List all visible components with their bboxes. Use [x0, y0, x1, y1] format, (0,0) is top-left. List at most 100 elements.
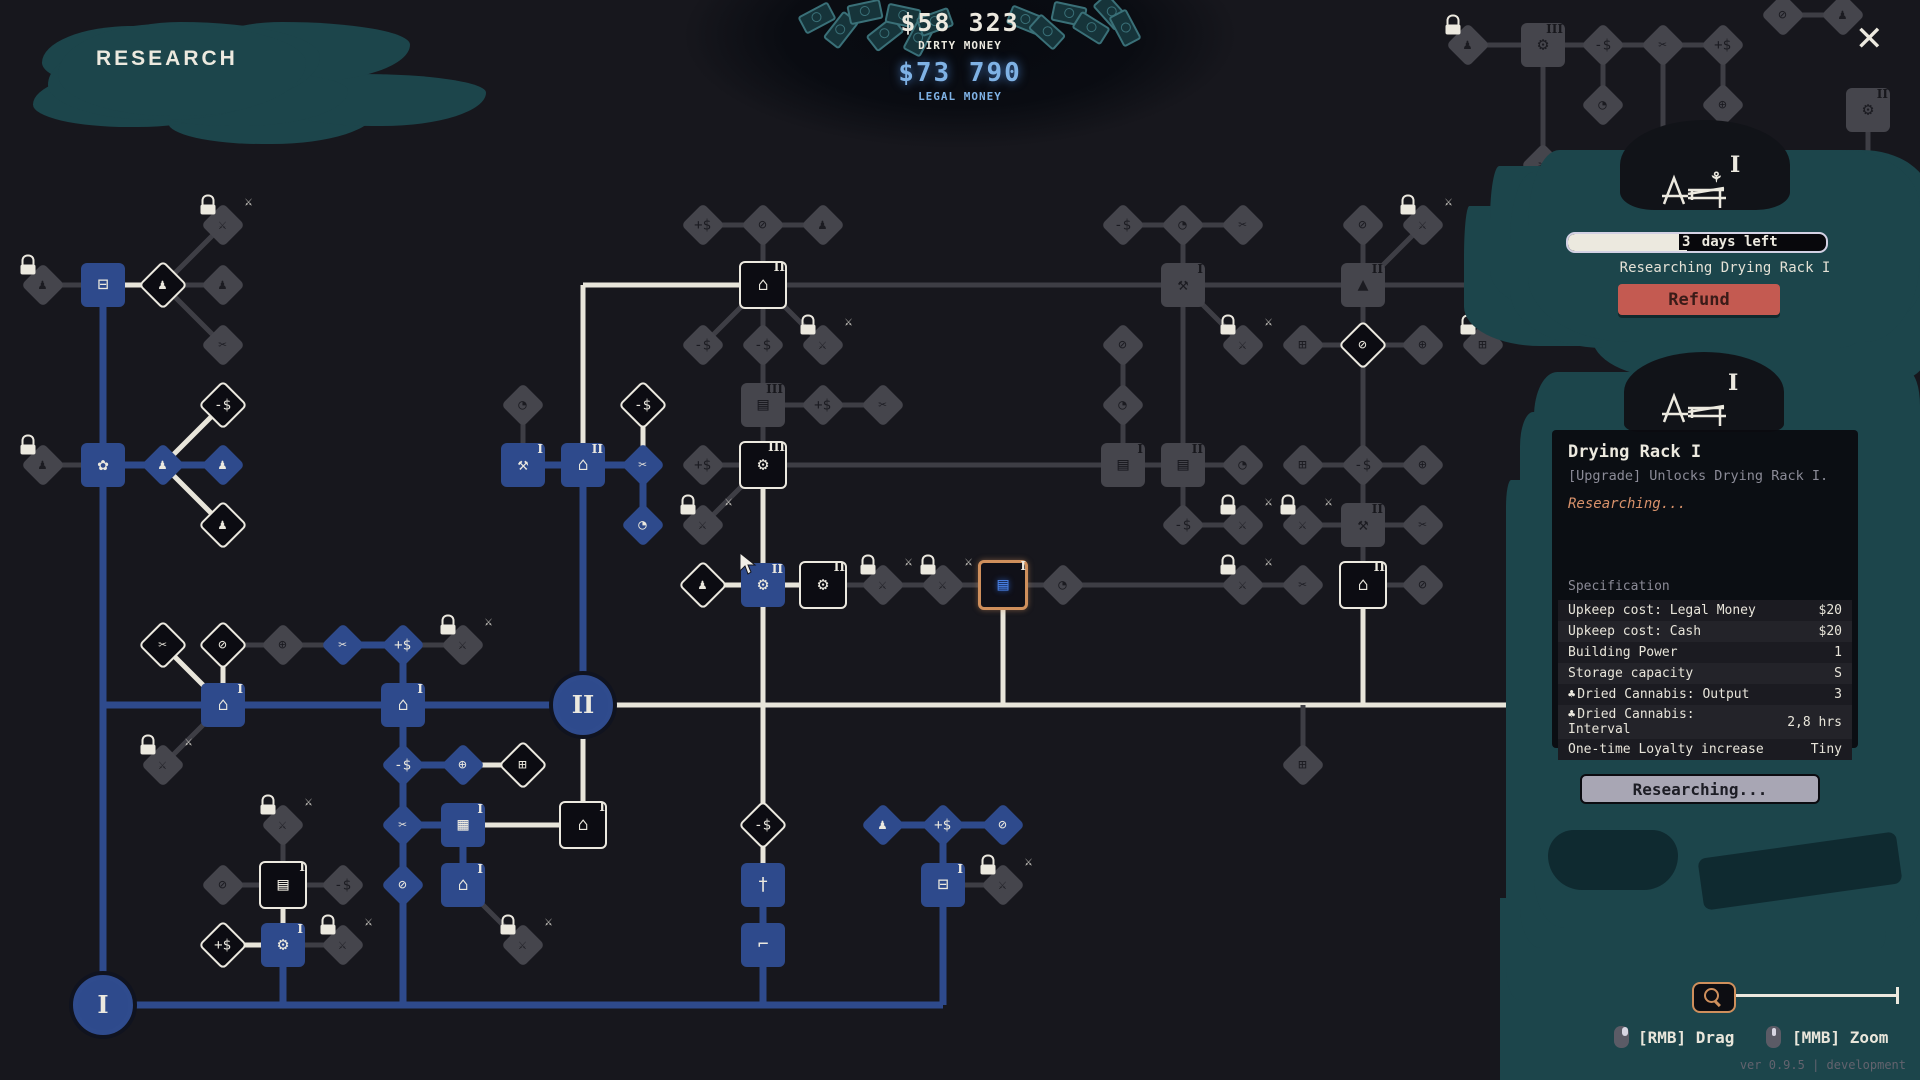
- tree-node-money-plus-researched[interactable]: +$: [381, 623, 425, 667]
- tree-node-money-minus-locked[interactable]: -$: [321, 863, 365, 907]
- tree-node-raid-locked[interactable]: ⚔⚔: [500, 914, 553, 967]
- tree-node-scissors-researched[interactable]: ✂: [381, 803, 425, 847]
- tree-node-no-entry-locked[interactable]: ⊘: [741, 203, 785, 247]
- tree-node-greenhouse-researched[interactable]: ⌂II: [561, 442, 605, 487]
- tree-node-no-entry-researched[interactable]: ⊘: [381, 863, 425, 907]
- tree-node-worker-locked[interactable]: ♟: [20, 434, 65, 487]
- tree-node-no-entry-researched[interactable]: ⊘: [981, 803, 1025, 847]
- tree-node-worker-locked[interactable]: ♟: [1445, 14, 1490, 67]
- tree-node-car-researched[interactable]: ⊟: [81, 263, 125, 307]
- researching-button[interactable]: Researching...: [1580, 774, 1820, 804]
- tree-node-clock-locked[interactable]: ◔: [1221, 443, 1265, 487]
- tree-node-raid-locked[interactable]: ⚔⚔: [860, 554, 913, 607]
- tree-node-money-minus-locked[interactable]: -$: [1581, 23, 1625, 67]
- tree-node-clock-locked[interactable]: ◔: [1101, 383, 1145, 427]
- tree-node-harvester-available[interactable]: ⚙II: [799, 560, 847, 609]
- tree-node-clock-locked[interactable]: ◔: [1161, 203, 1205, 247]
- tree-node-drying-rack-locked[interactable]: ▤II: [1161, 442, 1205, 487]
- tree-node-tent-available[interactable]: ⌂II: [1339, 560, 1387, 609]
- tree-node-money-plus-locked[interactable]: +$: [681, 443, 725, 487]
- tree-node-truck-plus-locked[interactable]: ⊞: [1460, 314, 1505, 367]
- tree-node-no-entry-available[interactable]: ⊘: [198, 620, 248, 670]
- tree-node-truck-plus-available[interactable]: ⊞: [498, 740, 548, 790]
- tree-node-scissors-locked[interactable]: ✂: [1401, 503, 1445, 547]
- tree-node-worker-plus-researched[interactable]: ♟: [141, 443, 185, 487]
- tree-node-money-minus-available[interactable]: -$: [738, 800, 788, 850]
- tree-node-raid-locked[interactable]: ⚔⚔: [440, 614, 493, 667]
- tree-node-factory-locked[interactable]: ⚒II: [1341, 502, 1385, 547]
- tree-node-scissors-available[interactable]: ✂: [138, 620, 188, 670]
- tree-node-scissors-locked[interactable]: ✂: [1221, 203, 1265, 247]
- zoom-slider-handle[interactable]: [1692, 982, 1736, 1013]
- tree-node-no-entry-available[interactable]: ⊘: [1338, 320, 1388, 370]
- tree-node-drying-bed-available[interactable]: ▤I: [259, 860, 307, 909]
- tree-node-machine-locked[interactable]: ⚙III: [1521, 22, 1565, 67]
- tree-node-money-plus-available[interactable]: +$: [198, 920, 248, 970]
- tree-node-money-minus-locked[interactable]: -$: [1161, 503, 1205, 547]
- tree-node-no-entry-locked[interactable]: ⊘: [1101, 323, 1145, 367]
- tree-node-machine-locked[interactable]: ⚙II: [1846, 87, 1890, 132]
- tree-node-pipe-locked[interactable]: ⊕: [1701, 83, 1745, 127]
- tree-node-raid-locked[interactable]: ⚔⚔: [1400, 194, 1453, 247]
- tree-node-raid-locked[interactable]: ⚔⚔: [1220, 554, 1273, 607]
- tree-node-worker-plus-available[interactable]: ♟: [138, 260, 188, 310]
- refund-button[interactable]: Refund: [1618, 284, 1780, 315]
- tree-node-raid-locked[interactable]: ⚔⚔: [980, 854, 1033, 907]
- tree-node-clock-locked[interactable]: ◔: [1581, 83, 1625, 127]
- tree-node-scissors-researched[interactable]: ✂: [321, 623, 365, 667]
- tree-node-raid-locked[interactable]: ⚔⚔: [800, 314, 853, 367]
- tree-node-tent-researched[interactable]: ⌂I: [441, 862, 485, 907]
- tree-node-scissors-locked[interactable]: ✂: [1641, 23, 1685, 67]
- tree-node-hub-I-researched[interactable]: I: [73, 975, 133, 1035]
- zoom-slider-track[interactable]: [1700, 994, 1896, 997]
- tree-node-scissors-locked[interactable]: ✂: [1281, 563, 1325, 607]
- tree-node-raid-locked[interactable]: ⚔⚔: [320, 914, 373, 967]
- tree-node-pipe-locked[interactable]: ⊕: [261, 623, 305, 667]
- tree-node-tent-researched[interactable]: ⌂I: [381, 682, 425, 727]
- tree-node-worker-plus-locked[interactable]: ♟: [801, 203, 845, 247]
- tree-node-pipe-locked[interactable]: ⊕: [1401, 443, 1445, 487]
- tree-node-greenhouse-available[interactable]: ⌂II: [739, 260, 787, 309]
- tree-node-harvester-researched[interactable]: ⚙I: [261, 922, 305, 967]
- tree-node-raid-locked[interactable]: ⚔⚔: [260, 794, 313, 847]
- tree-node-gun-researched[interactable]: ⌐: [741, 923, 785, 967]
- tree-node-money-plus-locked[interactable]: +$: [681, 203, 725, 247]
- tree-node-car-researched[interactable]: ⊟I: [921, 862, 965, 907]
- tree-node-hay-locked[interactable]: ▤III: [741, 382, 785, 427]
- tree-node-factory-researched[interactable]: ⚒I: [501, 442, 545, 487]
- tree-node-clock-locked[interactable]: ◔: [501, 383, 545, 427]
- tree-node-scissors-locked[interactable]: ✂: [201, 323, 245, 367]
- tree-node-worker-plus-available[interactable]: ♟: [198, 500, 248, 550]
- tree-node-worker-locked[interactable]: ♟: [20, 254, 65, 307]
- tree-node-money-minus-locked[interactable]: -$: [681, 323, 725, 367]
- tree-node-raid-locked[interactable]: ⚔⚔: [140, 734, 193, 787]
- tree-node-drying-rack-locked[interactable]: ▤I: [1101, 442, 1145, 487]
- tree-node-worker-plus-researched[interactable]: ♟: [201, 443, 245, 487]
- tree-node-money-minus-available[interactable]: -$: [198, 380, 248, 430]
- tree-node-pipe-locked[interactable]: ⊕: [1401, 323, 1445, 367]
- tree-node-money-minus-locked[interactable]: -$: [1341, 443, 1385, 487]
- tree-node-hub-II-researched[interactable]: II: [553, 675, 613, 735]
- tree-node-harvester-available[interactable]: ⚙III: [739, 440, 787, 489]
- tree-node-raid-locked[interactable]: ⚔⚔: [680, 494, 733, 547]
- tree-node-money-minus-available[interactable]: -$: [618, 380, 668, 430]
- tree-node-plantation-researched[interactable]: ✿: [81, 443, 125, 487]
- tree-node-raid-locked[interactable]: ⚔⚔: [1280, 494, 1333, 547]
- tree-node-warehouse-researched[interactable]: ▦I: [441, 802, 485, 847]
- tree-node-factory-locked[interactable]: ⚒I: [1161, 262, 1205, 307]
- tree-node-money-plus-locked[interactable]: +$: [1701, 23, 1745, 67]
- tree-node-worker-plus-locked[interactable]: ♟: [1821, 0, 1865, 37]
- tree-node-raid-locked[interactable]: ⚔⚔: [920, 554, 973, 607]
- tree-node-truck-plus-locked[interactable]: ⊞: [1281, 323, 1325, 367]
- tree-node-raid-locked[interactable]: ⚔⚔: [1220, 314, 1273, 367]
- tree-node-truck-plus-locked[interactable]: ⊞: [1281, 443, 1325, 487]
- research-progress-bar[interactable]: 3 days left: [1566, 232, 1828, 253]
- tree-node-pipe-researched[interactable]: ⊕: [441, 743, 485, 787]
- tree-node-scissors-researched[interactable]: ✂: [621, 443, 665, 487]
- tree-node-no-entry-locked[interactable]: ⊘: [1341, 203, 1385, 247]
- tree-node-worker-plus-researched[interactable]: ♟: [861, 803, 905, 847]
- tree-node-money-minus-researched[interactable]: -$: [381, 743, 425, 787]
- tree-node-knife-researched[interactable]: †: [741, 863, 785, 907]
- tree-node-lighthouse-locked[interactable]: ▲II: [1341, 262, 1385, 307]
